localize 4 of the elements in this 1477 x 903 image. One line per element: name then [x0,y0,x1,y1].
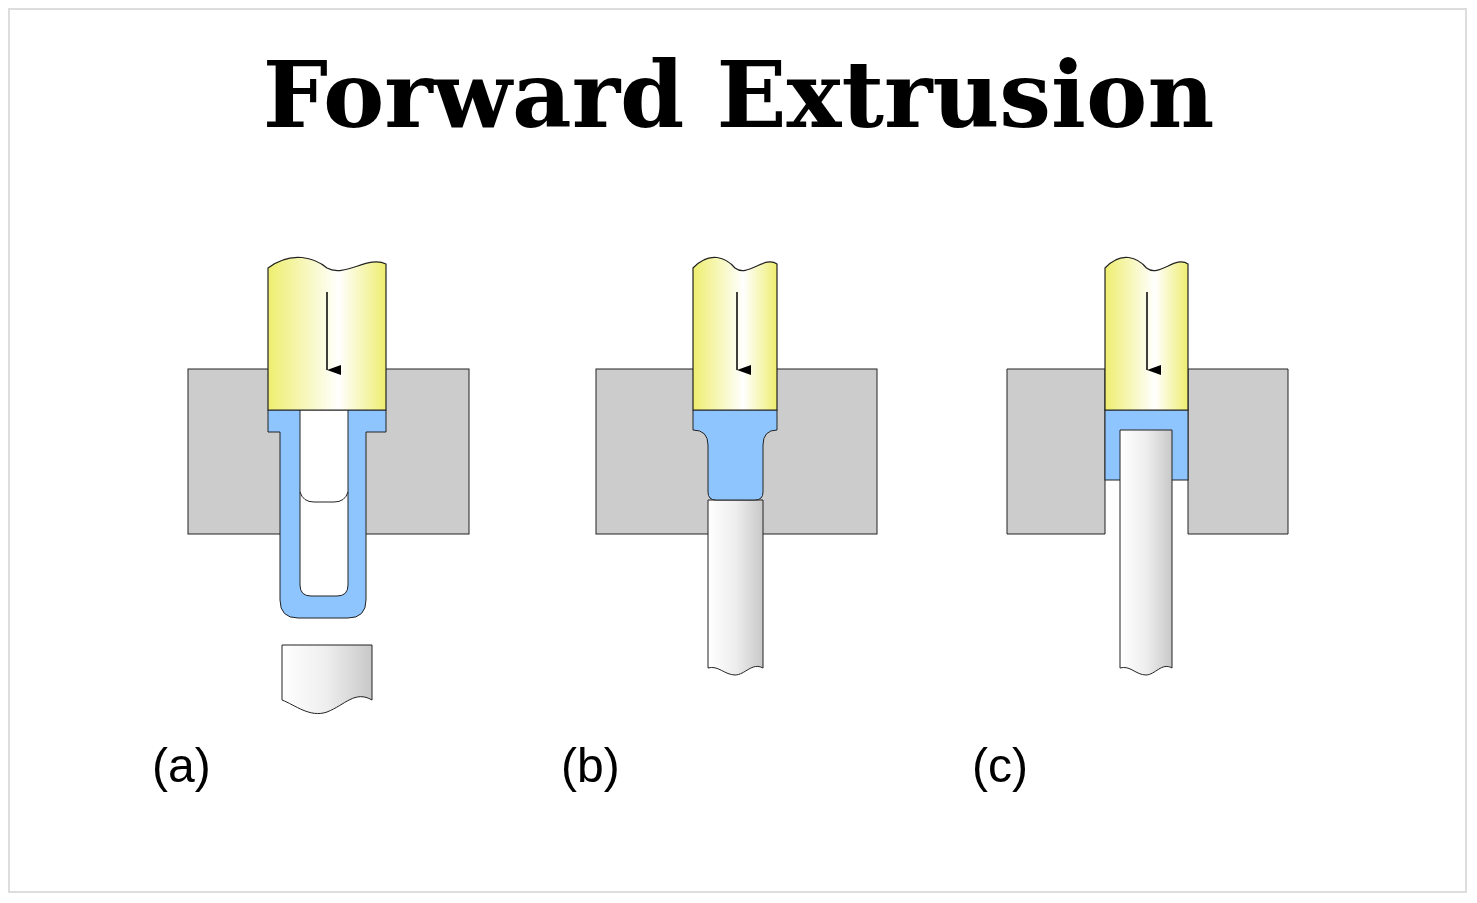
panel-label: (b) [561,738,620,794]
panel-label: (c) [972,738,1028,794]
panel-label: (a) [152,738,211,794]
title: Forward Extrusion [261,40,1216,150]
